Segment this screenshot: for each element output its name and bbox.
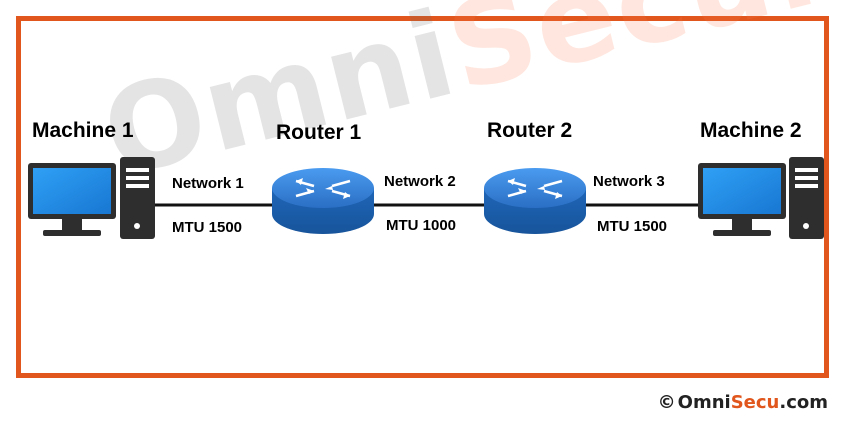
mtu-3-label: MTU 1500 xyxy=(597,218,668,235)
computer-icon-machine-2 xyxy=(698,157,824,239)
copyright-part3: .com xyxy=(779,392,828,413)
network-3-label: Network 3 xyxy=(593,173,665,190)
copyright-part2: Secu xyxy=(730,392,780,413)
mtu-2-label: MTU 1000 xyxy=(386,217,457,234)
copyright-symbol: © xyxy=(657,392,676,413)
network-2-label: Network 2 xyxy=(384,173,456,190)
router-2-label: Router 2 xyxy=(487,119,573,142)
router-1-label: Router 1 xyxy=(276,121,362,144)
copyright-part1: Omni xyxy=(677,392,731,413)
machine-1-label: Machine 1 xyxy=(32,119,134,142)
network-1-label: Network 1 xyxy=(172,175,244,192)
machine-2-label: Machine 2 xyxy=(700,119,802,142)
router-icon-router-2 xyxy=(484,168,586,234)
computer-icon-machine-1 xyxy=(28,157,155,239)
mtu-1-label: MTU 1500 xyxy=(172,219,243,236)
copyright-notice: ©OmniSecu.com xyxy=(658,392,828,413)
router-icon-router-1 xyxy=(272,168,374,234)
